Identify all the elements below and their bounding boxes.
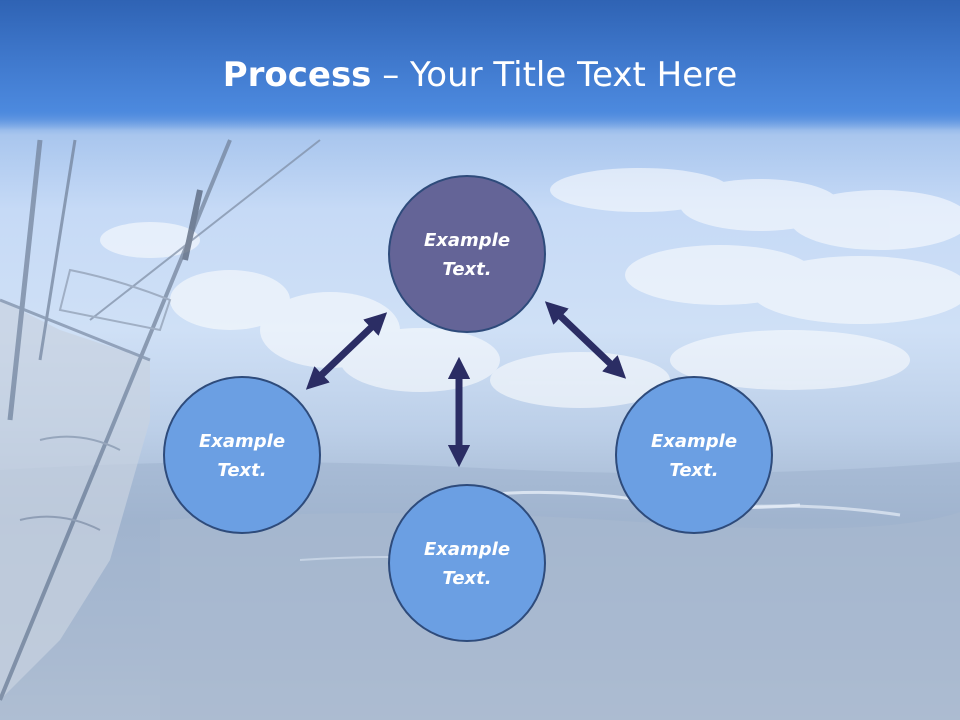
arrow-top-right: [544, 301, 627, 379]
node-top-text-line1: Example: [424, 230, 510, 251]
node-right-circle: [615, 376, 773, 534]
node-top-text-line2: Text.: [442, 259, 491, 280]
node-bottom-circle: [388, 484, 546, 642]
node-layer: ExampleText.ExampleText.ExampleText.Exam…: [163, 175, 773, 642]
node-bottom-text-line1: Example: [424, 539, 510, 560]
node-right-text-line1: Example: [651, 431, 737, 452]
node-left-text-line2: Text.: [217, 460, 266, 481]
arrow-layer: [305, 301, 627, 468]
title-rest: – Your Title Text Here: [371, 55, 738, 95]
node-left-text-line1: Example: [199, 431, 285, 452]
node-left-circle: [163, 376, 321, 534]
sailboat: [0, 139, 321, 701]
slide-title: Process – Your Title Text Here: [0, 50, 960, 100]
node-top-circle: [388, 175, 546, 333]
title-bold: Process: [222, 55, 372, 95]
node-bottom-text-line2: Text.: [442, 568, 491, 589]
arrow-top-left: [305, 312, 388, 390]
node-right-text-line2: Text.: [669, 460, 718, 481]
title-band: [0, 0, 960, 130]
clouds: [100, 168, 960, 408]
